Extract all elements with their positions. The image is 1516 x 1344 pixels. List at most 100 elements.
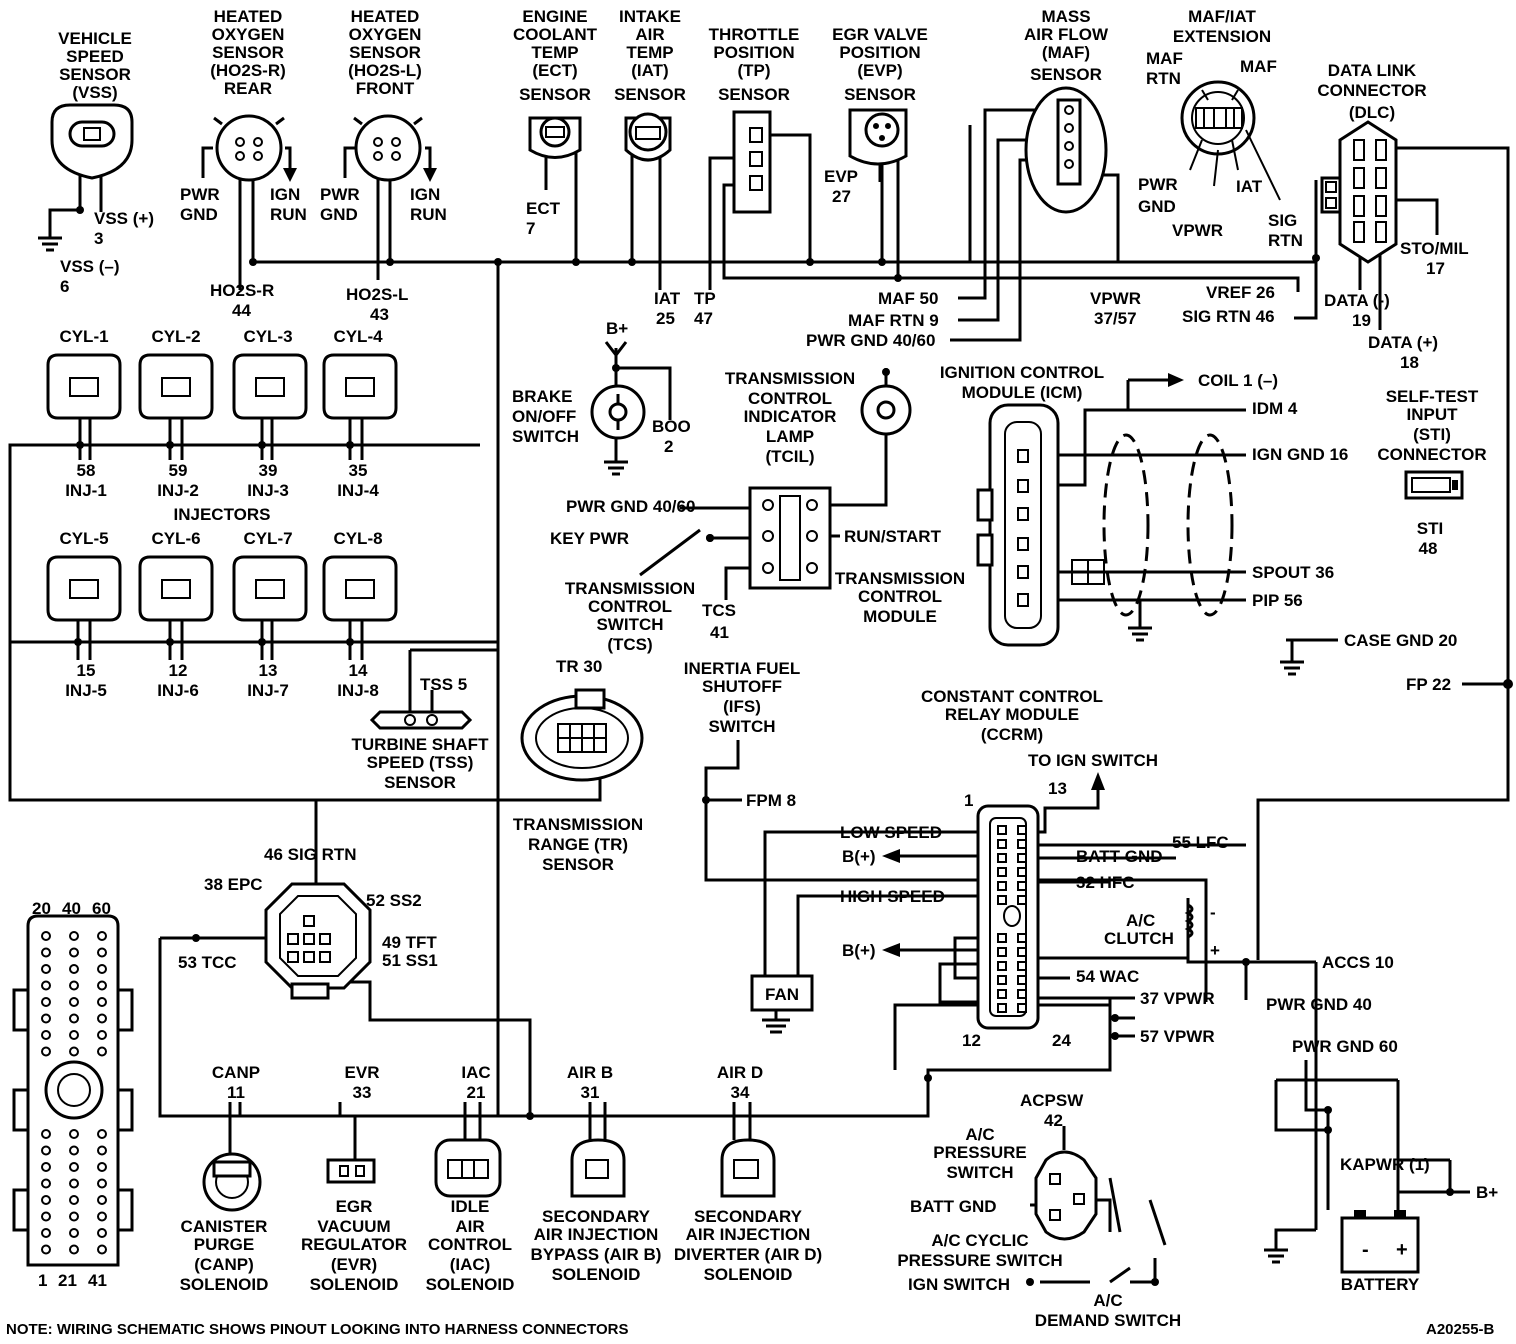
svg-text:POSITION: POSITION bbox=[713, 43, 794, 62]
svg-text:INPUT: INPUT bbox=[1407, 405, 1459, 424]
svg-text:(ECT): (ECT) bbox=[532, 61, 577, 80]
svg-text:INJECTORS: INJECTORS bbox=[174, 505, 271, 524]
iat-connector-icon bbox=[624, 112, 672, 162]
svg-text:DATA LINK: DATA LINK bbox=[1328, 61, 1417, 80]
svg-text:PWR: PWR bbox=[1138, 175, 1178, 194]
svg-text:PIP 56: PIP 56 bbox=[1252, 591, 1303, 610]
svg-text:CYL-2: CYL-2 bbox=[151, 327, 200, 346]
svg-text:SENSOR: SENSOR bbox=[212, 43, 284, 62]
arrow-icons bbox=[283, 168, 1184, 957]
svg-text:INJ-6: INJ-6 bbox=[157, 681, 199, 700]
svg-text:24: 24 bbox=[1052, 1031, 1071, 1050]
svg-text:COIL 1 (–): COIL 1 (–) bbox=[1198, 371, 1278, 390]
svg-text:RUN/START: RUN/START bbox=[844, 527, 942, 546]
pcm-pin-hole bbox=[41, 1211, 51, 1222]
svg-text:39: 39 bbox=[259, 461, 278, 480]
svg-text:GND: GND bbox=[1138, 197, 1176, 216]
transmission-connector-icon bbox=[264, 882, 372, 1000]
svg-text:EGR: EGR bbox=[336, 1197, 373, 1216]
svg-text:SPOUT 36: SPOUT 36 bbox=[1252, 563, 1334, 582]
svg-text:PWR GND 60: PWR GND 60 bbox=[1292, 1037, 1398, 1056]
svg-text:TO IGN SWITCH: TO IGN SWITCH bbox=[1028, 751, 1158, 770]
pcm-pin-hole bbox=[41, 1013, 51, 1024]
svg-text:BATT GND: BATT GND bbox=[910, 1197, 997, 1216]
canp-solenoid-icon bbox=[202, 1152, 262, 1212]
pcm-pin-hole bbox=[97, 1178, 107, 1189]
svg-text:(EVR): (EVR) bbox=[331, 1255, 377, 1274]
svg-text:CLUTCH: CLUTCH bbox=[1104, 929, 1174, 948]
svg-text:GND: GND bbox=[320, 205, 358, 224]
svg-text:MODULE (ICM): MODULE (ICM) bbox=[962, 383, 1083, 402]
svg-text:CASE GND 20: CASE GND 20 bbox=[1344, 631, 1457, 650]
svg-text:CONTROL: CONTROL bbox=[428, 1235, 512, 1254]
svg-text:DEMAND SWITCH: DEMAND SWITCH bbox=[1035, 1311, 1181, 1330]
pcm-pin-hole bbox=[97, 980, 107, 991]
fan-icon bbox=[750, 974, 814, 1020]
svg-text:CYL-7: CYL-7 bbox=[243, 529, 292, 548]
pcm-pin-hole bbox=[69, 947, 79, 958]
pcm-pin-hole bbox=[41, 1030, 51, 1040]
svg-text:PRESSURE: PRESSURE bbox=[933, 1143, 1027, 1162]
svg-text:(IFS): (IFS) bbox=[723, 697, 761, 716]
svg-text:INDICATOR: INDICATOR bbox=[744, 407, 837, 426]
svg-text:19: 19 bbox=[1352, 311, 1371, 330]
vss-pos-pin: 3 bbox=[94, 229, 103, 248]
svg-text:INJ-4: INJ-4 bbox=[337, 481, 379, 500]
tr-pin-label: TR 30 bbox=[556, 657, 602, 676]
air-b-solenoid-icon bbox=[570, 1138, 626, 1198]
pcm-pin-hole bbox=[69, 1228, 79, 1238]
svg-text:IDLE: IDLE bbox=[451, 1197, 490, 1216]
pcm-pin-hole bbox=[97, 1244, 107, 1255]
battery-minus: - bbox=[1362, 1239, 1369, 1261]
svg-text:60: 60 bbox=[92, 899, 111, 918]
pcm-pin-hole bbox=[41, 947, 51, 958]
svg-text:KEY PWR: KEY PWR bbox=[550, 529, 629, 548]
svg-text:PWR GND 40/60: PWR GND 40/60 bbox=[566, 497, 695, 516]
svg-text:(HO2S-R): (HO2S-R) bbox=[210, 61, 286, 80]
svg-text:VPWR: VPWR bbox=[1090, 289, 1141, 308]
svg-text:CYL-5: CYL-5 bbox=[59, 529, 108, 548]
svg-text:BOO: BOO bbox=[652, 417, 691, 436]
pcm-pin-hole bbox=[41, 1178, 51, 1189]
svg-text:OXYGEN: OXYGEN bbox=[349, 25, 422, 44]
pcm-pin-hole bbox=[69, 997, 79, 1007]
pcm-pin-hole bbox=[97, 1211, 107, 1222]
svg-text:ACCS 10: ACCS 10 bbox=[1322, 953, 1394, 972]
trans-connector-labels: 46 SIG RTN 38 EPC 52 SS2 49 TFT 53 TCC 5… bbox=[178, 845, 438, 972]
svg-text:A/C CYCLIC: A/C CYCLIC bbox=[931, 1231, 1028, 1250]
svg-text:CONTROL: CONTROL bbox=[748, 389, 832, 408]
svg-text:FRONT: FRONT bbox=[356, 79, 415, 98]
wiring bbox=[8, 108, 1510, 1284]
svg-text:SENSOR: SENSOR bbox=[384, 773, 456, 792]
ho2s-l-connector-icon bbox=[353, 114, 423, 182]
svg-text:57 VPWR: 57 VPWR bbox=[1140, 1027, 1215, 1046]
pcm-pin-hole bbox=[97, 1129, 107, 1139]
pcm-pin-hole bbox=[69, 1178, 79, 1189]
pcm-pin-hole bbox=[69, 1195, 79, 1205]
svg-text:GND: GND bbox=[180, 205, 218, 224]
svg-text:DATA (+): DATA (+) bbox=[1368, 333, 1438, 352]
svg-text:PWR GND 40/60: PWR GND 40/60 bbox=[806, 331, 935, 350]
svg-text:AIR D: AIR D bbox=[717, 1063, 763, 1082]
battery-plus: + bbox=[1396, 1239, 1408, 1261]
svg-text:TRANSMISSION: TRANSMISSION bbox=[513, 815, 643, 834]
svg-text:OXYGEN: OXYGEN bbox=[212, 25, 285, 44]
pcm-pin-hole bbox=[41, 1228, 51, 1238]
svg-text:SELF-TEST: SELF-TEST bbox=[1386, 387, 1479, 406]
svg-text:51 SS1: 51 SS1 bbox=[382, 951, 438, 970]
svg-text:SHUTOFF: SHUTOFF bbox=[702, 677, 782, 696]
svg-text:CONSTANT CONTROL: CONSTANT CONTROL bbox=[921, 687, 1103, 706]
pcm-pin-hole bbox=[41, 980, 51, 991]
svg-text:40: 40 bbox=[62, 899, 81, 918]
svg-text:1: 1 bbox=[38, 1271, 47, 1290]
